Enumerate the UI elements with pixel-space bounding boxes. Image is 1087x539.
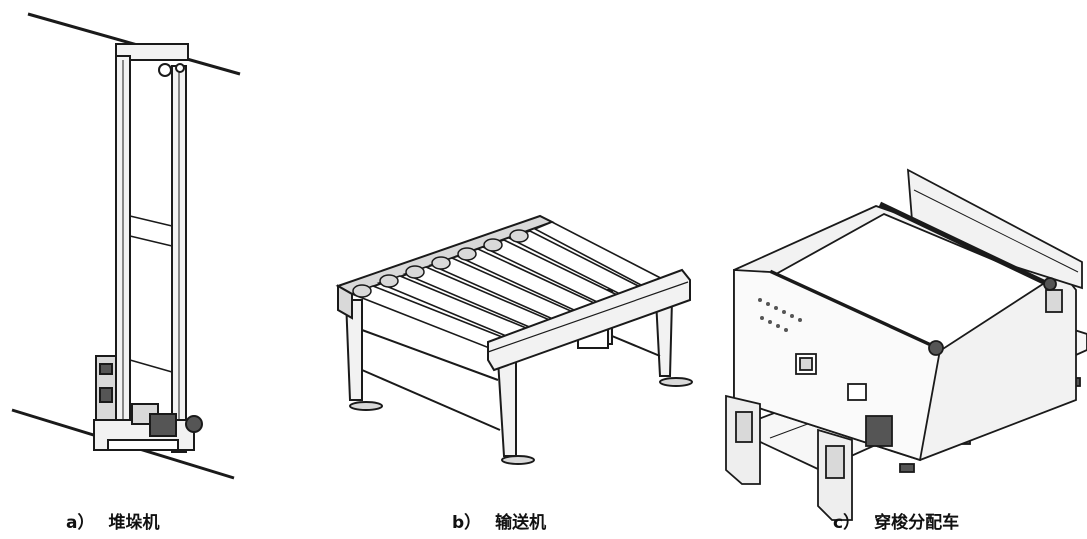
caption-label: 堆垛机 (108, 513, 160, 533)
caption-tag: b） (452, 513, 482, 533)
caption-label: 穿梭分配车 (874, 513, 960, 533)
caption-tag: a） (66, 513, 95, 533)
caption-shuttle-cart: c） 穿梭分配车 (833, 508, 959, 533)
caption-label: 输送机 (495, 513, 547, 533)
caption-tag: c） (833, 513, 861, 533)
caption-stacker-crane: a） 堆垛机 (66, 508, 159, 533)
caption-conveyor: b） 输送机 (452, 508, 546, 533)
